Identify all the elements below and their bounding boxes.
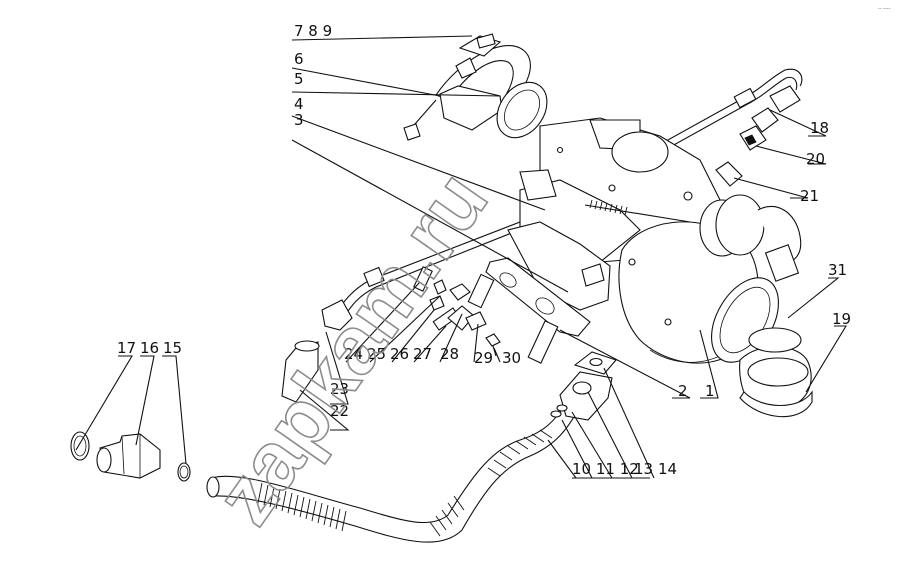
callout-5: 5 [294, 70, 304, 88]
callout-labels: 1 2 3 4 5 6 7 8 9 10 11 12 13 14 15 16 1… [117, 22, 851, 478]
callout-26: 26 [390, 345, 409, 363]
flange-gasket [496, 81, 548, 139]
callout-22: 22 [330, 402, 349, 420]
callout-27: 27 [413, 345, 432, 363]
callout-21: 21 [800, 187, 819, 205]
callout-24: 24 [344, 345, 363, 363]
callout-17: 17 [117, 339, 136, 357]
callout-10-11-12: 10 11 12 [572, 460, 639, 478]
hose-corrugation [257, 429, 553, 537]
callout-19: 19 [832, 310, 851, 328]
compressor-outlet [711, 277, 813, 418]
callout-23: 23 [330, 380, 349, 398]
hose-flange-fitting [550, 351, 617, 421]
callout-29: 29 [474, 349, 493, 367]
wastegate-actuator [584, 194, 802, 282]
watermark: zapkam.ru [198, 156, 505, 540]
callout-25: 25 [367, 345, 386, 363]
callout-7-8-9: 7 8 9 [294, 22, 332, 40]
adapter-fitting [70, 431, 191, 482]
callout-18: 18 [810, 119, 829, 137]
gasket-21 [715, 161, 743, 187]
callout-2: 2 [678, 382, 688, 400]
callout-13: 13 [634, 460, 653, 478]
callout-6: 6 [294, 50, 304, 68]
callout-31: 31 [828, 261, 847, 279]
callout-15: 15 [163, 339, 182, 357]
exhaust-gasket [467, 257, 591, 364]
fastener-set [413, 266, 501, 357]
callout-30: 30 [502, 349, 521, 367]
banjo-bolt [739, 107, 779, 151]
callout-3: 3 [294, 111, 304, 129]
callout-28: 28 [440, 345, 459, 363]
callout-20: 20 [806, 150, 825, 168]
callout-1: 1 [705, 382, 715, 400]
oil-feed-pipe [281, 68, 803, 403]
corner-mark: -- ---- [878, 6, 891, 12]
callout-4: 4 [294, 95, 304, 113]
callout-16: 16 [140, 339, 159, 357]
callout-14: 14 [658, 460, 677, 478]
leader-lines [75, 35, 847, 479]
